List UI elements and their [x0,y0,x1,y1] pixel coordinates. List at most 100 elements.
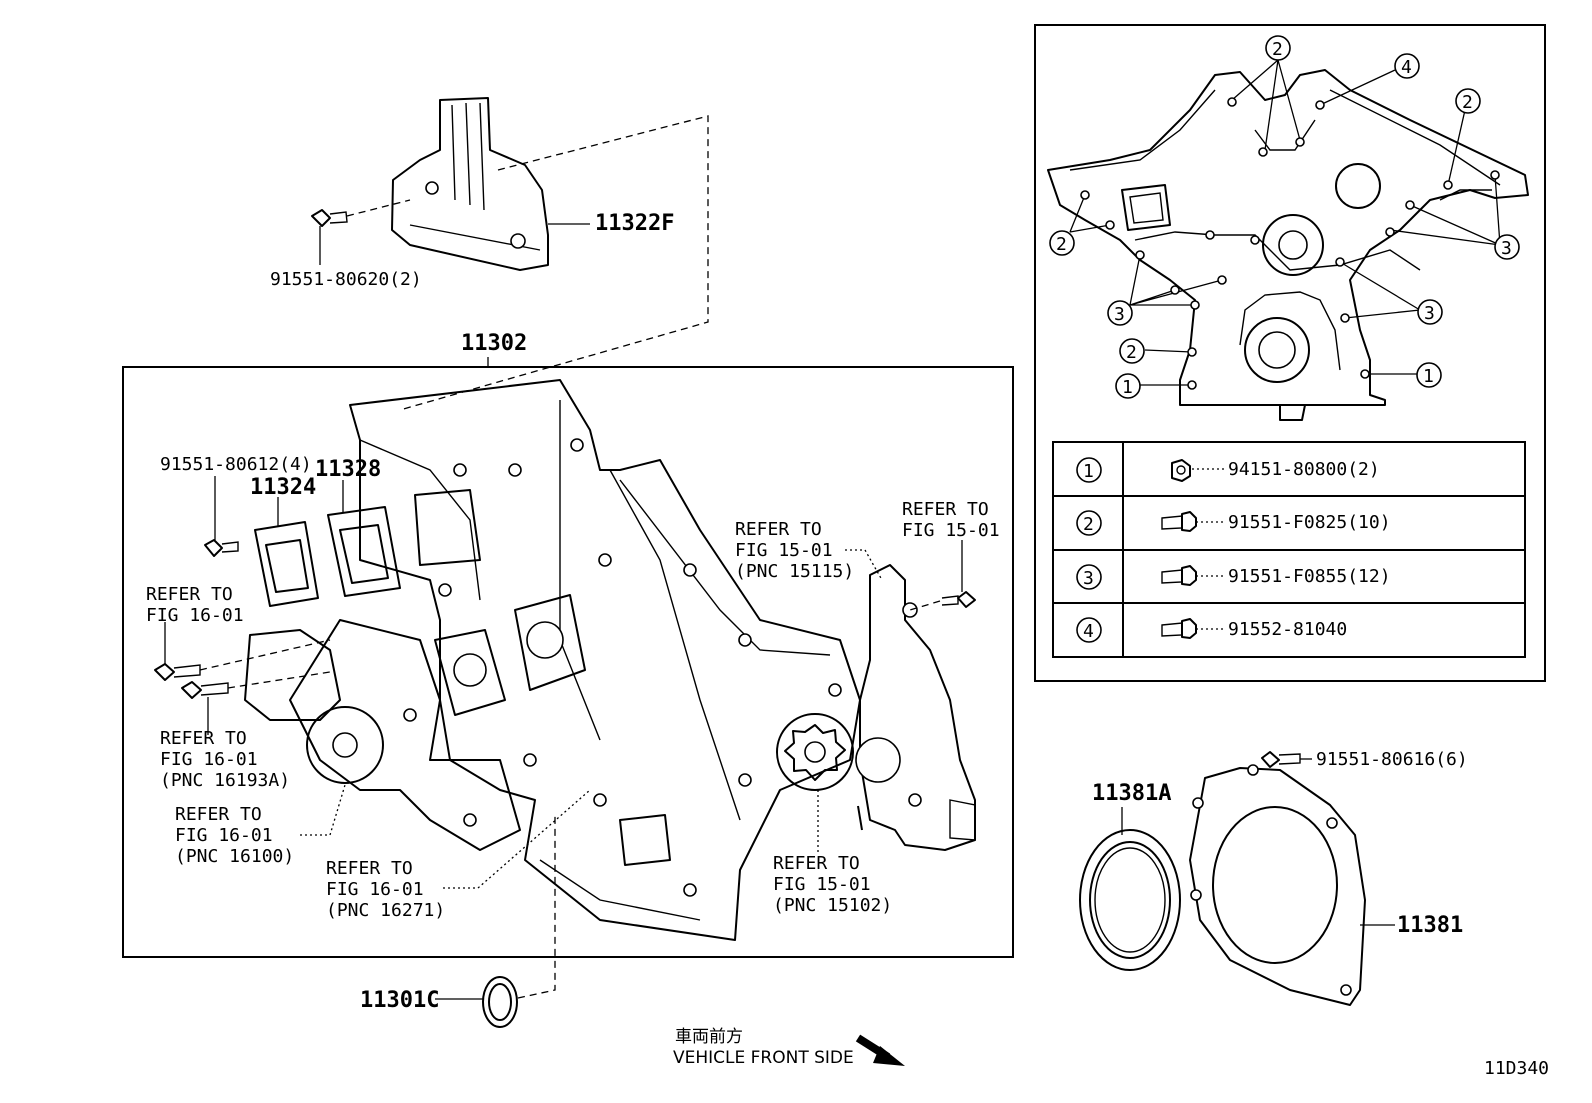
legend-part-3: 91551-F0855(12) [1228,566,1391,587]
label-front-jp: 車両前方 [675,1027,743,1047]
oil-pump-part[interactable] [855,564,976,851]
label-refer-16193-l3: (PNC 16193A) [160,770,290,791]
svg-text:2: 2 [1462,92,1473,113]
callout-2-right: 2 [1455,88,1481,114]
svg-text:1: 1 [1122,377,1133,398]
long-bolt-upper[interactable] [154,663,201,681]
callout-2-top: 2 [1265,35,1291,61]
flange-bolt-icon [1161,618,1197,639]
inset-leaders [1069,59,1501,386]
svg-text:1: 1 [1423,366,1434,387]
label-refer-16271-l1: REFER TO [326,858,413,879]
dash-bolt-80620 [346,199,411,217]
dash-long-bolt-upper [199,639,331,671]
legend-row-2: 2 91551-F0825(10) [1076,510,1391,536]
label-11322F: 11322F [595,211,674,236]
label-11302: 11302 [461,331,527,356]
svg-text:4: 4 [1083,621,1094,642]
dash-bracket-to-cover [399,115,709,411]
svg-text:1: 1 [1083,461,1094,482]
callout-1-right: 1 [1416,362,1442,388]
label-refer-15102-l3: (PNC 15102) [773,895,892,916]
bolt-91551-80612[interactable] [204,539,239,557]
callout-3-left: 3 [1107,300,1133,326]
label-refer-fig16-a-l1: REFER TO [146,584,233,605]
flange-bolt-icon [1161,511,1197,532]
front-direction-arrow-icon [855,1034,905,1066]
bolt-91551-80620[interactable] [311,209,348,227]
timing-cover-part[interactable] [349,379,861,941]
label-refer-15102-l2: FIG 15-01 [773,874,871,895]
inset-bolt-holes [1080,97,1500,390]
legend-part-1: 94151-80800(2) [1228,459,1380,480]
label-refer-fig15-b-l1: REFER TO [902,499,989,520]
label-refer-16193-l2: FIG 16-01 [160,749,258,770]
callout-4-top: 4 [1394,53,1420,79]
label-refer-16100-l3: (PNC 16100) [175,846,294,867]
callout-3-right-upper: 3 [1494,234,1520,260]
oil-seal-11301C-part[interactable] [482,976,518,1028]
dash-long-bolt-lower [227,671,331,689]
rear-oil-seal-11381A-part[interactable] [1079,829,1181,971]
dash-11301C [517,815,556,999]
label-refer-15115-l1: REFER TO [735,519,822,540]
diagram-code: 11D340 [1484,1058,1549,1079]
bolt-legend-table: 1 94151-80800(2) 2 91551-F0825(10) 3 [1052,441,1526,658]
label-refer-16100-l1: REFER TO [175,804,262,825]
svg-text:2: 2 [1126,342,1137,363]
svg-text:3: 3 [1114,304,1125,325]
leader-16271 [443,789,591,889]
legend-part-2: 91551-F0825(10) [1228,512,1391,533]
label-refer-15102-l1: REFER TO [773,853,860,874]
label-refer-16100-l2: FIG 16-01 [175,825,273,846]
rear-seal-retainer-11381-part[interactable] [1189,764,1366,1006]
callout-2-left: 2 [1049,230,1075,256]
label-91551-80620: 91551-80620(2) [270,269,422,290]
legend-row-1: 1 94151-80800(2) [1076,457,1380,483]
svg-text:2: 2 [1083,514,1094,535]
nut-flange-icon [1171,459,1191,482]
svg-text:2: 2 [1272,39,1283,60]
gasket-11328-part[interactable] [327,506,401,597]
label-11381: 11381 [1397,913,1463,938]
label-refer-fig15-b-l2: FIG 15-01 [902,520,1000,541]
label-11328: 11328 [315,457,381,482]
label-11381A: 11381A [1092,781,1171,806]
svg-text:3: 3 [1424,303,1435,324]
dowel-pin [857,805,863,831]
legend-part-4: 91552-81040 [1228,619,1347,640]
callout-3-right-lower: 3 [1417,299,1443,325]
label-refer-15115-l3: (PNC 15115) [735,561,854,582]
label-refer-fig16-a-l2: FIG 16-01 [146,605,244,626]
legend-row-3: 3 91551-F0855(12) [1076,564,1391,590]
label-91551-80612: 91551-80612(4) [160,454,312,475]
water-pump-part[interactable] [244,619,521,851]
inset-cover-outline [1047,69,1529,421]
dash-oil-pump-bolt [909,600,941,611]
bolt-91551-80616[interactable] [1261,751,1301,768]
oil-pump-rotor-part[interactable] [776,713,854,791]
oil-pump-bolt[interactable] [941,591,976,608]
svg-text:3: 3 [1501,238,1512,259]
label-91551-80616: 91551-80616(6) [1316,749,1468,770]
svg-text:3: 3 [1083,568,1094,589]
label-refer-16271-l2: FIG 16-01 [326,879,424,900]
bracket-11322F-part[interactable] [391,97,549,271]
label-11301C: 11301C [360,988,439,1013]
svg-text:2: 2 [1056,234,1067,255]
leader-16100 [300,784,346,836]
leader-15115 [845,549,883,581]
label-front-en: VEHICLE FRONT SIDE [673,1048,854,1068]
bolt-location-inset [1034,24,1546,682]
label-refer-16193-l1: REFER TO [160,728,247,749]
main-assembly-frame [122,366,1014,958]
svg-text:4: 4 [1401,57,1412,78]
label-refer-15115-l2: FIG 15-01 [735,540,833,561]
gasket-11324-part[interactable] [254,521,319,607]
callout-1-left: 1 [1115,373,1141,399]
callout-2-lower-left: 2 [1119,338,1145,364]
flange-bolt-icon [1161,565,1197,586]
long-bolt-lower[interactable] [181,681,229,699]
